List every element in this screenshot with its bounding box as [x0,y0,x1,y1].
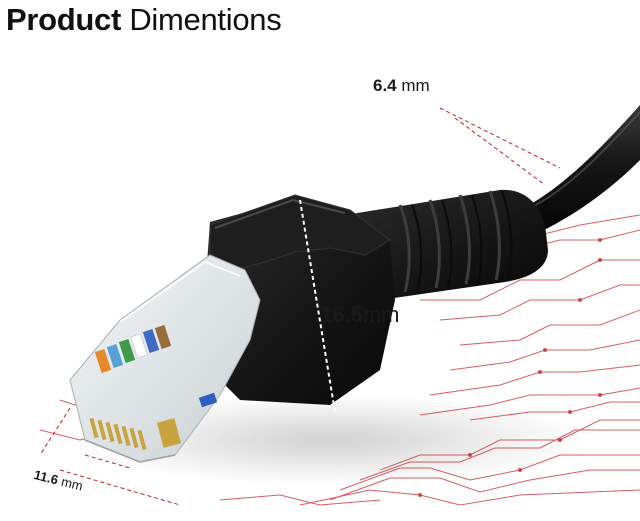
height-value: 16.5 [320,302,363,327]
cable-diameter-value: 6.4 [373,76,397,95]
internal-wires [94,324,218,408]
cable [520,105,640,232]
page-title: Product Dimentions [6,2,282,38]
clear-plug [69,254,261,463]
cable-diameter-label: 6.4 mm [373,76,430,96]
height-unit: mm [362,302,400,327]
strain-relief-boot [345,189,548,300]
dimension-lines [39,107,561,506]
cable-diameter-unit: mm [401,76,430,95]
title-bold: Product [6,2,122,37]
title-light: Dimentions [129,2,282,37]
circuit-nodes [88,238,602,497]
gold-contacts [89,417,182,451]
height-label: 16.5mm [320,302,399,328]
